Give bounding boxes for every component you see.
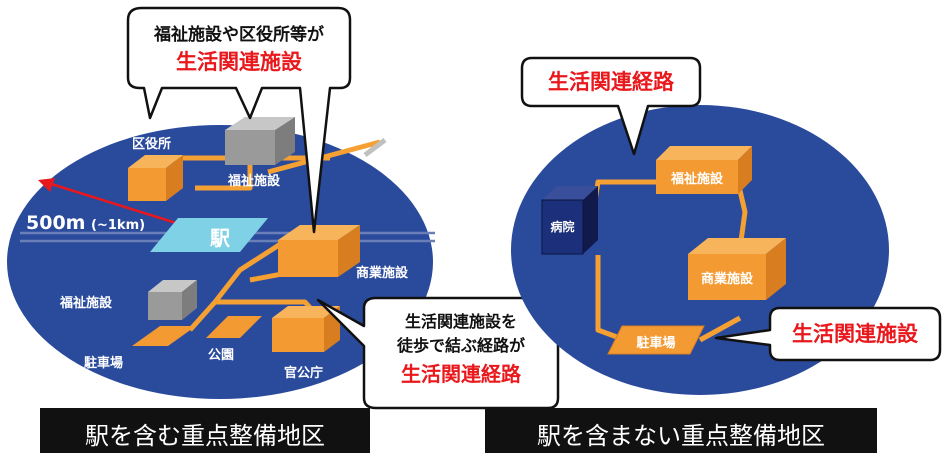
government-office-box [272, 306, 340, 352]
right-callout-route-text: 生活関連経路 [548, 70, 674, 94]
left-district [7, 6, 560, 453]
welfare-left-label: 福祉施設 [60, 296, 113, 311]
distance-range: (~1km) [91, 218, 146, 233]
right-callout-facility-text: 生活関連施設 [792, 322, 918, 346]
hospital-label: 病院 [550, 220, 575, 234]
ward-office-label: 区役所 [132, 137, 172, 152]
distance-label: 500m (~1km) [26, 212, 145, 234]
welfare-facility-right-box [656, 146, 752, 194]
left-callout-top-line1: 福祉施設や区役所等が [154, 25, 324, 45]
commercial-facility-right-box [688, 238, 786, 300]
right-district [485, 56, 942, 453]
callout-route-right [520, 56, 702, 156]
left-footer-title: 駅を含む重点整備地区 [85, 422, 325, 450]
parking-tile [132, 326, 196, 346]
right-footer-bar [485, 408, 877, 453]
right-footer-title: 駅を含まない重点整備地区 [537, 422, 825, 450]
left-callout-bottom-line3: 生活関連経路 [401, 362, 521, 386]
parking-right-tile [607, 325, 705, 355]
left-footer-bar [40, 408, 370, 453]
callout-top [126, 6, 352, 234]
station-platform [150, 218, 268, 252]
left-callout-bottom-line1: 生活関連施設を [404, 312, 517, 331]
welfare-facility-top-box [225, 117, 295, 165]
park-tile [206, 316, 262, 338]
welfare-facility-left-box [148, 280, 197, 320]
callout-facility-right [714, 306, 942, 362]
station-label: 駅 [210, 226, 230, 250]
ward-office-box [128, 155, 183, 201]
left-callout-top-line2: 生活関連施設 [176, 50, 302, 74]
welfare-top-label: 福祉施設 [228, 174, 281, 189]
parking-label: 駐車場 [84, 356, 124, 371]
distance-value: 500m [26, 212, 86, 234]
grey-road [363, 138, 387, 157]
welfare-right-label: 福祉施設 [670, 172, 723, 187]
hospital-box [541, 186, 598, 255]
left-callout-bottom-line2: 徒歩で結ぶ経路が [396, 336, 525, 355]
park-label: 公園 [208, 348, 235, 363]
commercial-right-label: 商業施設 [700, 272, 753, 287]
commercial-facility-box [278, 225, 360, 277]
government-label: 官公庁 [284, 366, 324, 381]
parking-right-label: 駐車場 [636, 336, 676, 351]
commercial-label: 商業施設 [356, 266, 409, 281]
callout-bottom [316, 296, 560, 410]
